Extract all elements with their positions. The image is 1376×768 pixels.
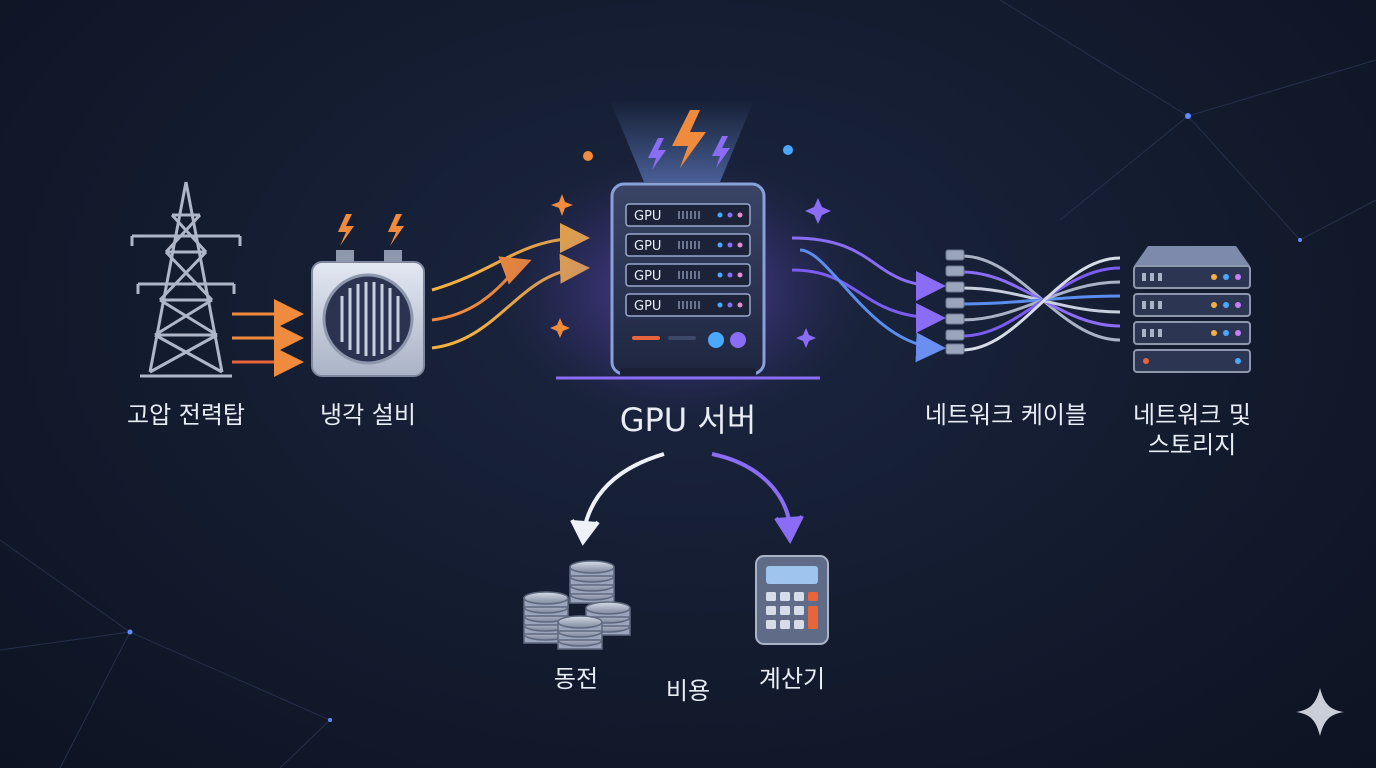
gpu-slot-label: GPU [634,299,661,314]
cable-label: 네트워크 케이블 [924,401,1088,429]
storage-label: 네트워크 및 스토리지 [1122,400,1262,460]
gpu-server-icon: GPU GPU GPU GPU [556,182,820,380]
gpu-slot: GPU [625,263,751,287]
data-arrows [791,236,946,363]
background-stars [127,113,1302,722]
sparkle-icon [550,151,593,338]
cost-label: 비용 [665,677,711,705]
network-cable-icon [945,249,1121,355]
gpu-slot-label: GPU [634,239,661,254]
tower-label: 고압 전력탑 [126,401,246,429]
gpu-slot-label: GPU [634,269,661,284]
calculator-label: 계산기 [758,665,826,693]
calculator-icon [755,555,829,645]
sparkle-icon [783,145,831,348]
gpu-slot-label: GPU [634,209,661,224]
cooling-unit-icon [311,250,425,377]
coins-label: 동전 [553,665,599,693]
cost-arrows [570,452,804,546]
lightning-icon [338,214,404,246]
storage-server-icon [1133,246,1251,373]
gpu-slot: GPU [625,203,751,227]
server-label: GPU 서버 [619,401,757,439]
power-arrows [232,299,304,377]
storage-label-line1: 네트워크 및 [1132,401,1252,429]
storage-label-line2: 스토리지 [1147,431,1237,459]
server-lightning-icon [648,110,730,170]
coins-icon [523,560,631,650]
cooling-label: 냉각 설비 [320,401,416,429]
gpu-slot: GPU [625,233,751,257]
sparkle-icon [1296,688,1344,736]
power-tower-icon [130,181,242,378]
gpu-slot: GPU [625,293,751,317]
